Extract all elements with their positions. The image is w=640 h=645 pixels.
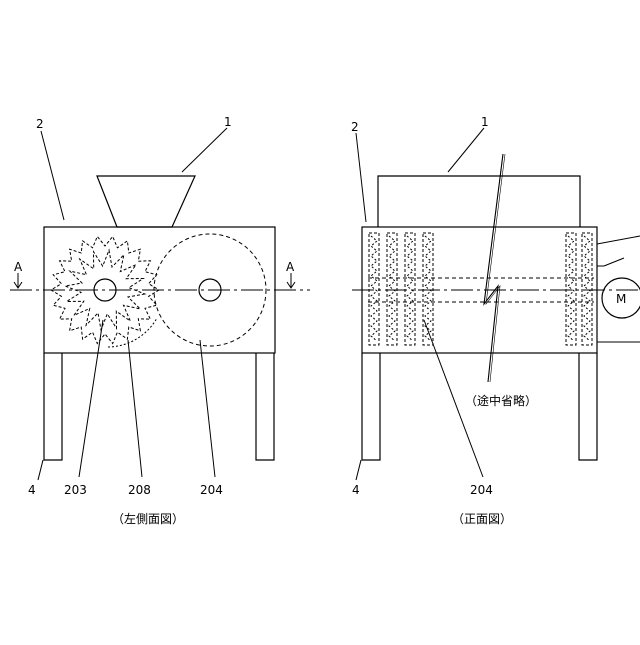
label-4-left: 4 (28, 483, 36, 497)
leader-208 (128, 340, 142, 477)
cutter-teeth (389, 236, 395, 341)
label-204-front: 204 (470, 483, 493, 497)
left-hopper (97, 176, 195, 227)
section-mark-right: A (286, 260, 295, 274)
front-leg-right (579, 353, 597, 460)
leader-203 (79, 320, 103, 477)
switch-line-top (597, 236, 640, 244)
label-204-left: 204 (200, 483, 223, 497)
cutter-teeth (371, 236, 377, 341)
left-view (10, 128, 310, 480)
section-mark-left: A (14, 260, 23, 274)
label-1-front: 1 (481, 115, 489, 129)
leader-2-left (41, 131, 64, 220)
label-2-left: 2 (36, 117, 44, 131)
switch-lever (604, 258, 624, 266)
leader-2-front (356, 133, 366, 222)
cutter-teeth (568, 236, 574, 341)
caption-left-view: （左側面図） (112, 511, 184, 526)
cutter-teeth (407, 236, 413, 341)
label-203: 203 (64, 483, 87, 497)
motor-label: M (616, 292, 626, 306)
front-hopper (378, 176, 580, 227)
caption-front-view: （正面図） (452, 512, 512, 526)
label-1-left: 1 (224, 115, 232, 129)
omission-note: （途中省略） (465, 393, 537, 408)
rotor-208 (108, 318, 157, 347)
cutter-plates (369, 233, 592, 345)
leader-4-front (356, 460, 361, 480)
front-leg-left (362, 353, 380, 460)
left-leg-left (44, 353, 62, 460)
label-2-front: 2 (351, 120, 359, 134)
leader-1-left (182, 128, 227, 172)
label-208: 208 (128, 483, 151, 497)
cutter-teeth (584, 236, 590, 341)
left-leg-right (256, 353, 274, 460)
label-4-front: 4 (352, 483, 360, 497)
front-view (352, 128, 640, 480)
leader-204-left (200, 340, 215, 477)
leader-1-front (448, 128, 484, 172)
leader-4-left (38, 460, 43, 480)
